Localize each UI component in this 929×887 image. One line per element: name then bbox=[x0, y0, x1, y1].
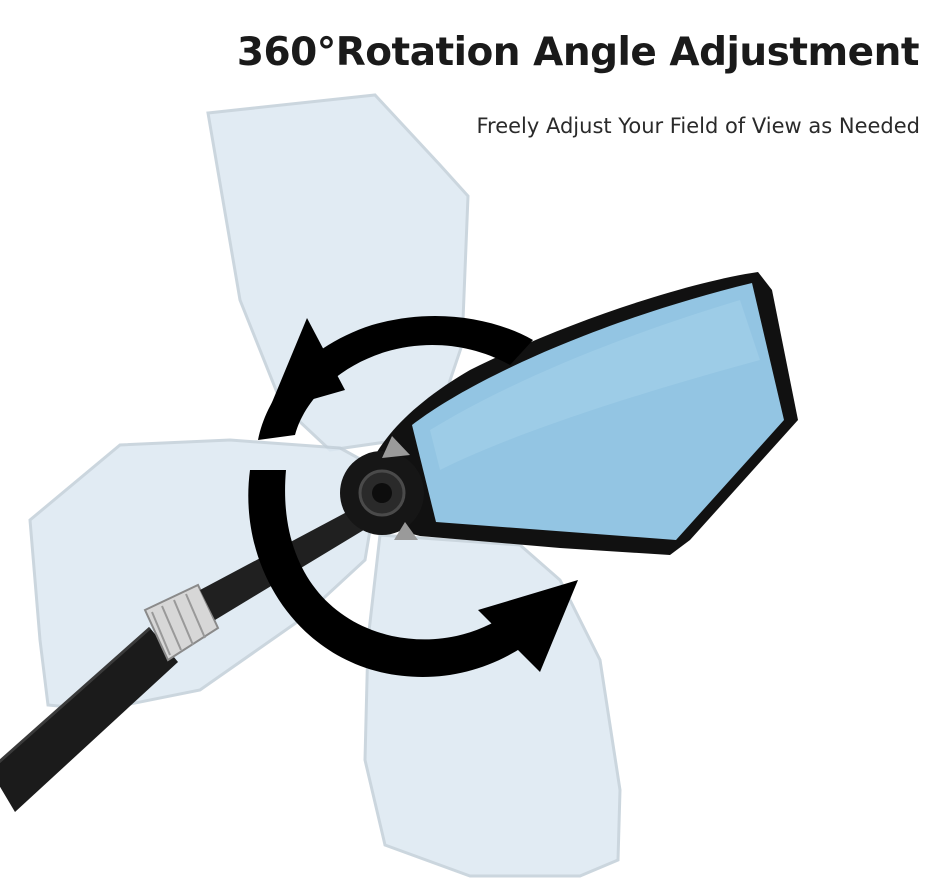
ghost-mirror-bottom bbox=[363, 533, 622, 878]
subheadline: Freely Adjust Your Field of View as Need… bbox=[476, 114, 920, 138]
pivot-joint bbox=[340, 436, 424, 540]
rotate-cw-arrow-icon bbox=[248, 470, 578, 677]
headline: 360°Rotation Angle Adjustment bbox=[236, 30, 920, 75]
mirror-head bbox=[360, 272, 798, 555]
rotate-ccw-arrow-icon bbox=[258, 315, 533, 440]
ghost-mirror-left bbox=[28, 438, 382, 712]
ghost-mirror-top bbox=[206, 93, 470, 452]
